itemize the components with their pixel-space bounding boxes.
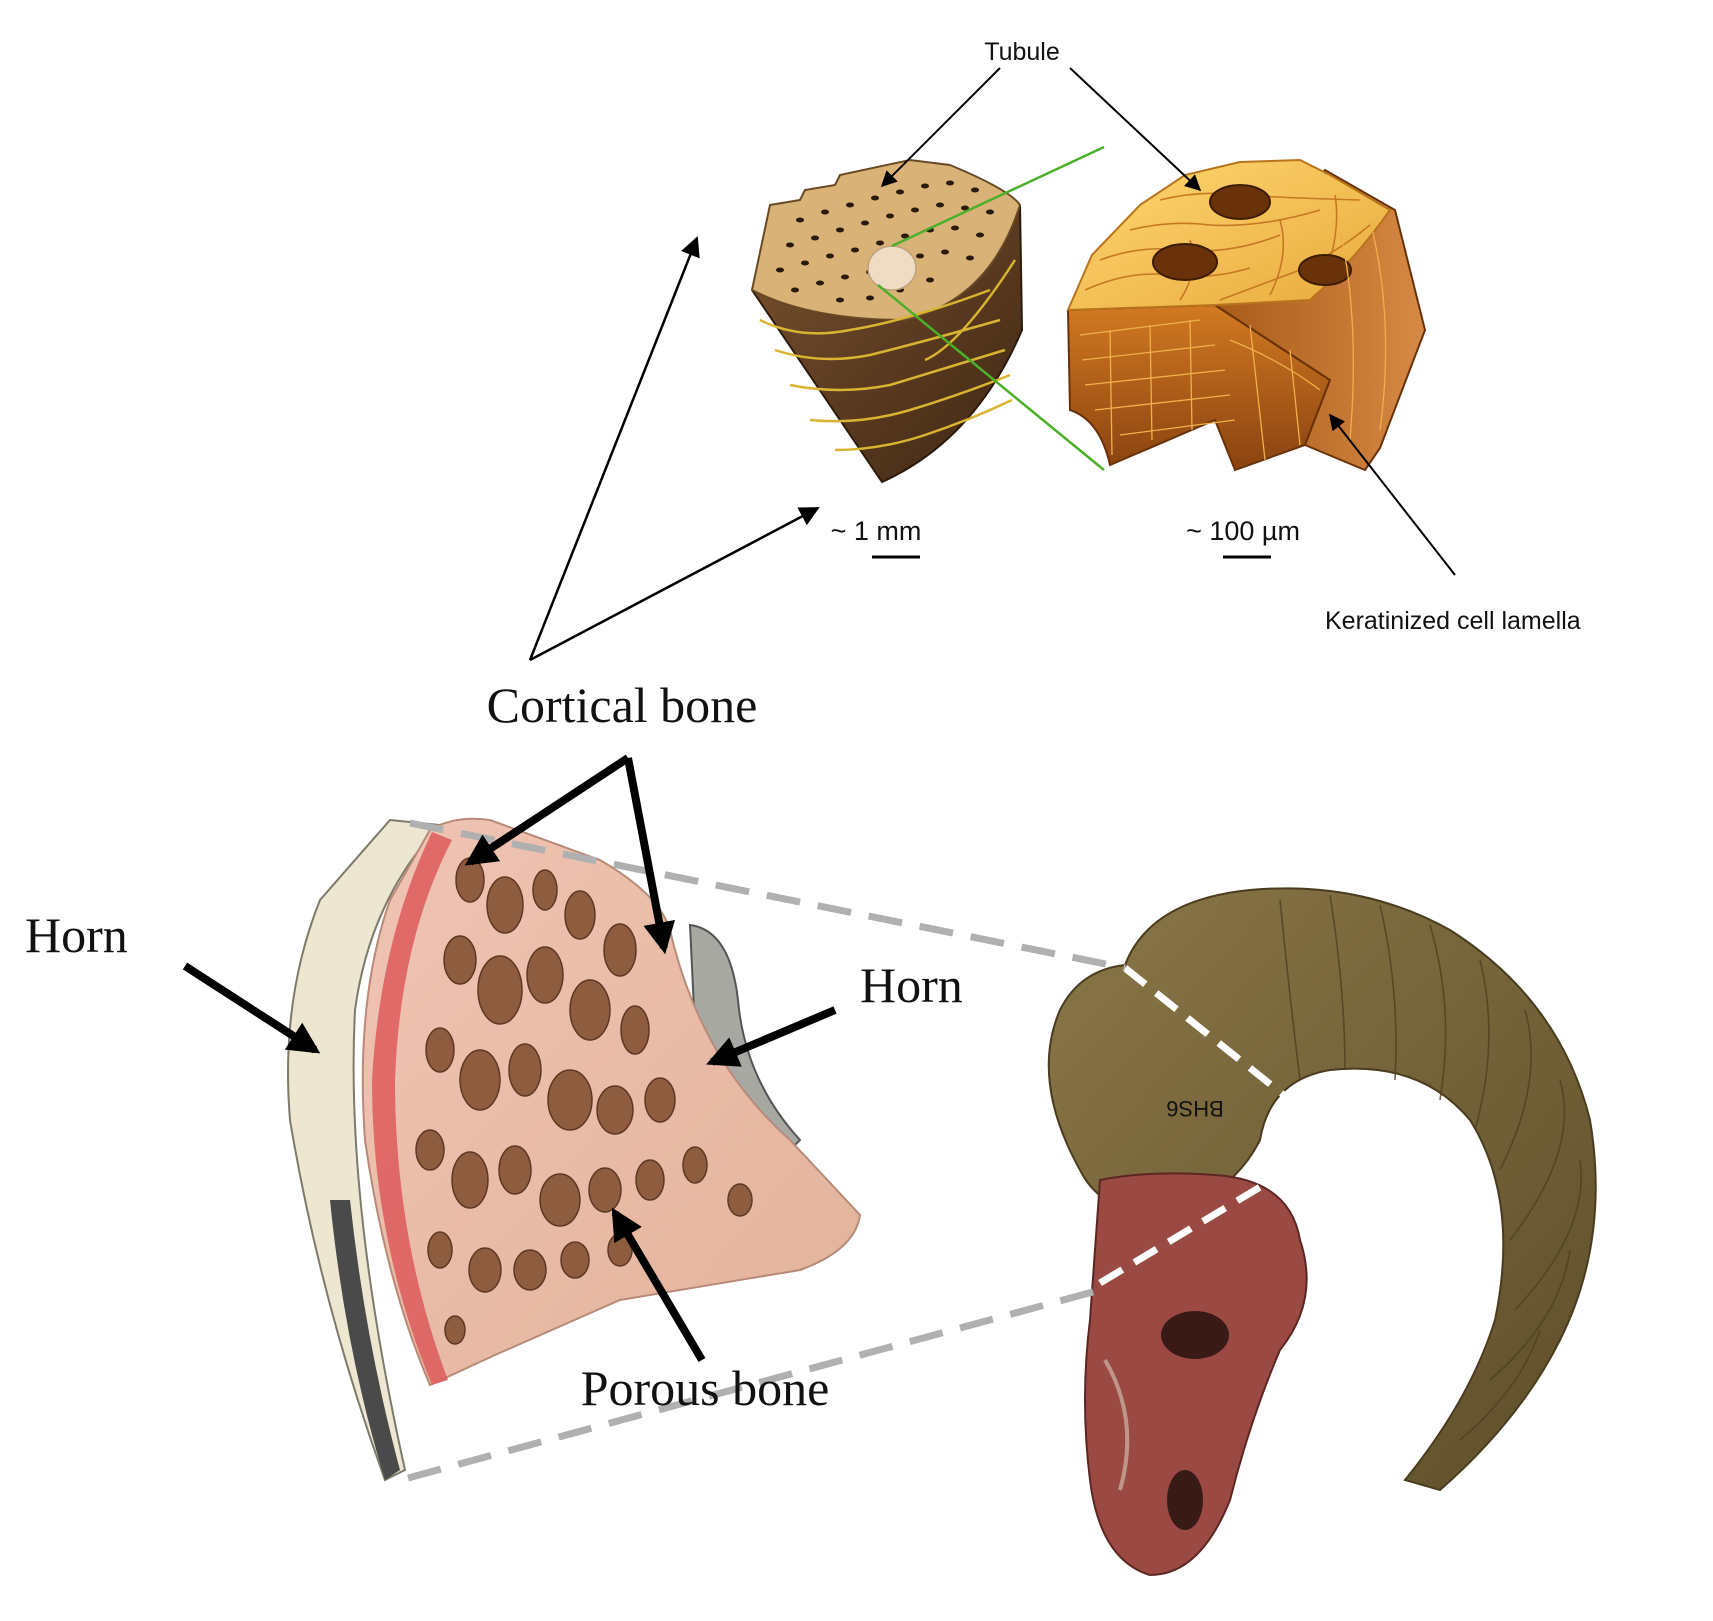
arrow-horn-left [182, 962, 321, 1054]
zoom-guide-lines [407, 819, 1126, 1482]
tubule-leader-lines [880, 67, 1202, 192]
arrow-cortical-left [464, 754, 631, 866]
arrow-horn-right [706, 1006, 837, 1067]
cut-lines [1098, 965, 1333, 1287]
cortical-bone-label: Cortical bone [487, 677, 758, 733]
porous-bone-label: Porous bone [581, 1360, 830, 1416]
lamella-leader-line [1329, 413, 1456, 576]
macro-horn-block [750, 158, 1024, 484]
ram-horn-photo: BHS6 [1047, 887, 1597, 1577]
keratinized-cell-lamella-label: Keratinized cell lamella [1325, 607, 1581, 635]
bold-arrows [182, 754, 837, 1363]
tubule-hole-3 [1298, 254, 1352, 286]
zoom-lines [877, 145, 1105, 471]
scale-label-100um: ~ 100 µm [1186, 516, 1300, 546]
tubule-hole-2 [1152, 243, 1218, 281]
scale-label-1mm: ~ 1 mm [831, 516, 922, 546]
tubule-hole-1 [1209, 184, 1271, 220]
arrow-porous-bone [611, 1207, 706, 1363]
specimen-marking: BHS6 [1166, 1096, 1223, 1121]
horn-right-label: Horn [860, 957, 963, 1013]
cortical-thin-arrows [528, 236, 820, 662]
arrow-cortical-right [624, 757, 675, 955]
tubule-label: Tubule [984, 38, 1060, 66]
horn-left-label: Horn [25, 907, 128, 963]
micro-horn-block [1066, 158, 1427, 472]
